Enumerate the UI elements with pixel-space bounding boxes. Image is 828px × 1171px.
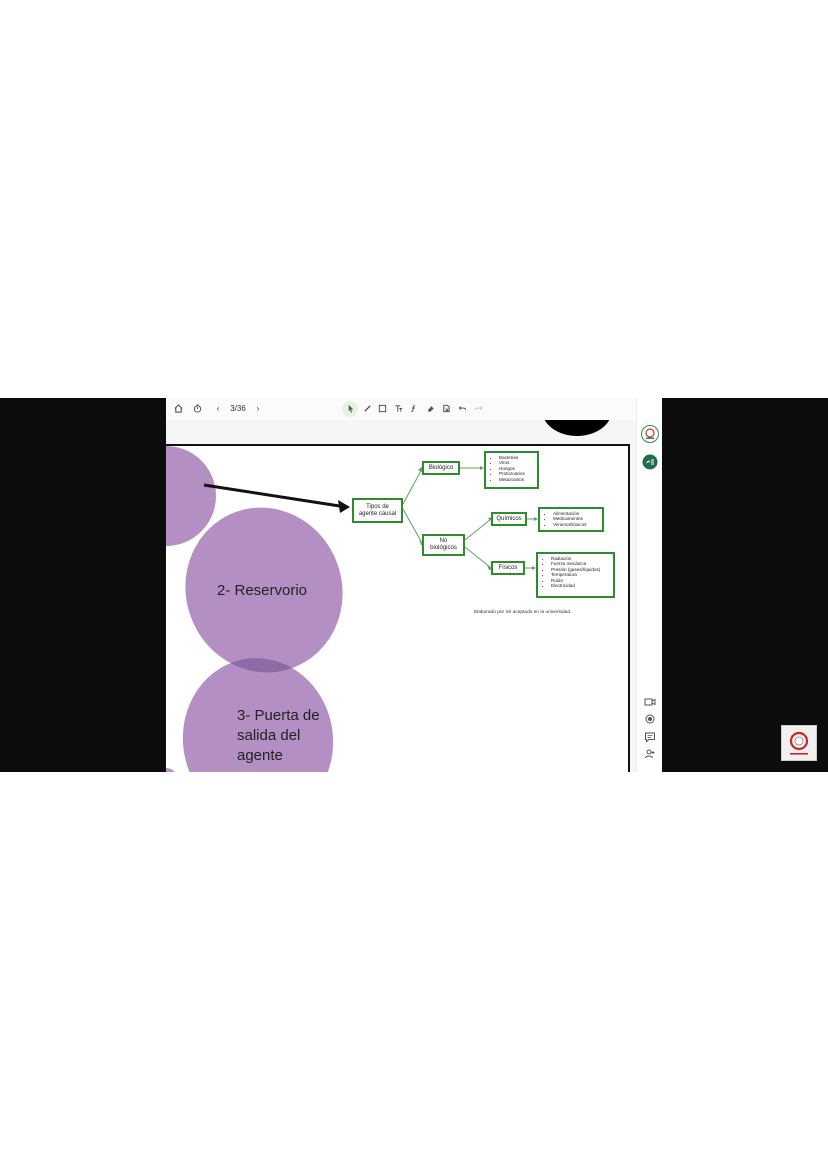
camera-icon[interactable]	[642, 694, 658, 710]
purple-ellipse-reservoir	[185, 507, 343, 673]
record-icon[interactable]	[642, 711, 658, 727]
node-tipos-agente: Tipos de agente causal	[352, 498, 403, 523]
diagram-caption: Elaborado por Sé aceptado en la universi…	[474, 610, 572, 615]
undo-icon[interactable]	[456, 401, 468, 417]
shape-icon[interactable]	[376, 401, 388, 417]
list-item: Alimentación	[553, 511, 599, 516]
list-item: Ruido	[551, 578, 610, 583]
text-icon[interactable]	[392, 401, 404, 417]
list-item: Venenos/tóxicos	[553, 522, 599, 527]
list-item: Temperatura	[551, 572, 610, 577]
list-item: Electricidad	[551, 583, 610, 588]
exit-door-label: 3- Puerta de salida del agente	[237, 707, 320, 764]
whiteboard-app: ‹ 3/36 ›	[166, 398, 662, 772]
list-quimicos: Alimentación Medicamentos Venenos/tóxico…	[538, 507, 604, 532]
page-indicator: 3/36	[230, 404, 246, 413]
next-page-icon[interactable]: ›	[256, 404, 260, 413]
pointer-icon[interactable]	[342, 401, 358, 417]
home-icon[interactable]	[172, 401, 184, 417]
whiteboard-canvas[interactable]: 2- Reservorio 3- Puerta de salida del ag…	[166, 420, 636, 772]
timer-icon[interactable]	[191, 401, 203, 417]
slide-page: 2- Reservorio 3- Puerta de salida del ag…	[166, 444, 630, 772]
avatar[interactable]	[641, 425, 659, 443]
list-item: Presión (gases/líquidos)	[551, 567, 610, 572]
list-item: Medicamentos	[553, 516, 599, 521]
purple-ellipse-exit	[182, 658, 334, 772]
redo-icon[interactable]	[472, 401, 484, 417]
users-icon[interactable]	[642, 746, 658, 762]
pen-icon[interactable]	[361, 401, 373, 417]
channel-logo	[781, 725, 817, 761]
node-quimicos: Químicos	[491, 512, 527, 526]
list-biologico: Bacterias Virus Hongos Protozoarios Meta…	[484, 451, 539, 489]
list-item: Virus	[499, 460, 534, 465]
chat-icon[interactable]	[642, 729, 658, 745]
node-no-biologicos: No biológicos	[422, 534, 465, 556]
video-frame: ‹ 3/36 ›	[0, 398, 828, 772]
list-fisicos: Radiación Fuerza mecánica Presión (gases…	[536, 552, 615, 598]
list-item: Fuerza mecánica	[551, 561, 610, 566]
list-item: Bacterias	[499, 455, 534, 460]
clear-icon[interactable]	[440, 401, 452, 417]
node-fisicos: Físicos	[491, 561, 525, 575]
purple-ellipse-top	[166, 446, 216, 546]
toolbar: ‹ 3/36 ›	[166, 398, 662, 421]
list-item: Radiación	[551, 556, 610, 561]
purple-ellipse-bottom	[166, 768, 175, 772]
slide-graphics	[166, 446, 538, 772]
prev-page-icon[interactable]: ‹	[216, 404, 220, 413]
list-item: Protozoarios	[499, 471, 534, 476]
participants-icon[interactable]	[642, 454, 658, 470]
formula-icon[interactable]	[408, 401, 420, 417]
eraser-icon[interactable]	[424, 401, 436, 417]
list-item: Hongos	[499, 466, 534, 471]
right-sidebar	[636, 398, 662, 772]
reservoir-label: 2- Reservorio	[217, 582, 308, 599]
list-item: Metazoarios	[499, 477, 534, 482]
black-shape	[542, 420, 612, 436]
node-biologico: Biológico	[422, 461, 460, 475]
